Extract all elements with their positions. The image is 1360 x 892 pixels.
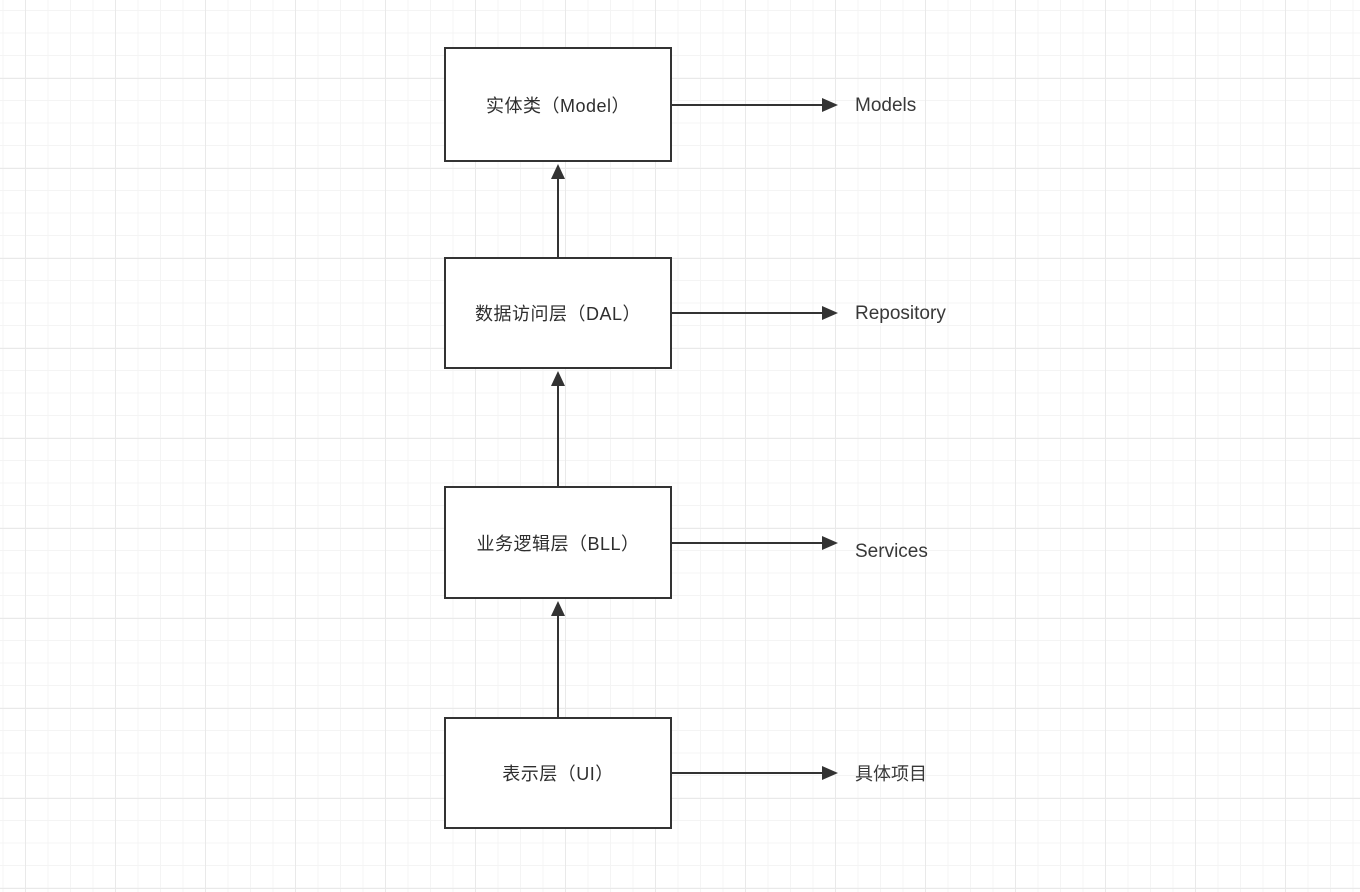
arrowhead-right-icon bbox=[822, 536, 838, 550]
node-dal: 数据访问层（DAL） bbox=[444, 257, 672, 369]
arrow-shaft bbox=[557, 614, 559, 717]
arrow-bll-to-services bbox=[672, 536, 838, 550]
arrow-shaft bbox=[557, 177, 559, 257]
node-dal-label: 数据访问层（DAL） bbox=[474, 304, 641, 324]
arrow-dal-to-repository bbox=[672, 306, 838, 320]
arrow-shaft bbox=[672, 312, 826, 314]
arrow-shaft bbox=[672, 104, 826, 106]
arrowhead-right-icon bbox=[822, 98, 838, 112]
node-entity-model-label: 实体类（Model） bbox=[485, 95, 631, 116]
label-repository: Repository bbox=[855, 303, 946, 324]
arrowhead-right-icon bbox=[822, 766, 838, 780]
arrowhead-up-icon bbox=[551, 164, 565, 179]
label-services: Services bbox=[855, 541, 928, 562]
label-concrete-project: 具体项目 bbox=[855, 764, 927, 784]
node-ui: 表示层（UI） bbox=[444, 717, 672, 829]
arrowhead-right-icon bbox=[822, 306, 838, 320]
arrow-shaft bbox=[557, 384, 559, 486]
node-bll: 业务逻辑层（BLL） bbox=[444, 486, 672, 599]
node-entity-model: 实体类（Model） bbox=[444, 47, 672, 162]
arrow-dal-to-model bbox=[551, 164, 565, 257]
arrowhead-up-icon bbox=[551, 371, 565, 386]
label-models: Models bbox=[855, 95, 917, 116]
arrow-bll-to-dal bbox=[551, 371, 565, 486]
arrowhead-up-icon bbox=[551, 601, 565, 616]
arrow-model-to-models bbox=[672, 98, 838, 112]
arrow-ui-to-project bbox=[672, 766, 838, 780]
arrow-ui-to-bll bbox=[551, 601, 565, 717]
node-bll-label: 业务逻辑层（BLL） bbox=[476, 533, 640, 554]
arrow-shaft bbox=[672, 542, 826, 544]
node-ui-label: 表示层（UI） bbox=[502, 764, 614, 784]
arrow-shaft bbox=[672, 772, 826, 774]
